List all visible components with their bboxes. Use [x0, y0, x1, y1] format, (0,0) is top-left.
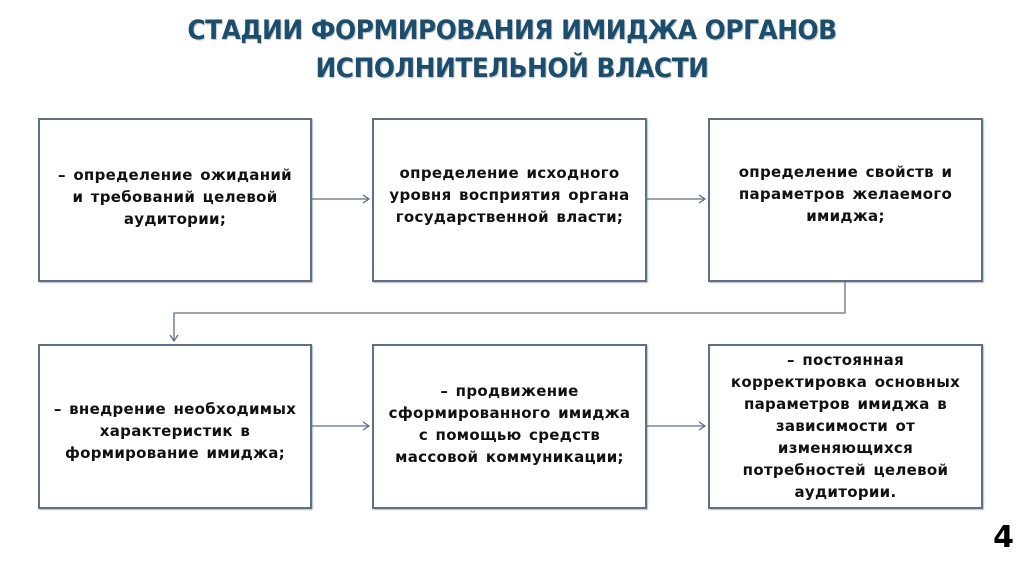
arrow-stage-3-to-4 — [173, 282, 846, 341]
stage-1-box: – определение ожиданий и требований целе… — [38, 118, 312, 282]
stage-5-box: – продвижение сформированного имиджа с п… — [372, 344, 647, 509]
stage-3-box: определение свойств и параметров желаемо… — [708, 118, 983, 282]
stage-4-text: – внедрение необходимых характеристик в … — [53, 399, 297, 462]
slide-title-line-1: СТАДИИ ФОРМИРОВАНИЯ ИМИДЖА ОРГАНОВ — [187, 15, 837, 46]
stage-4-box: – внедрение необходимых характеристик в … — [38, 344, 312, 509]
arrowhead-icon — [169, 334, 179, 343]
stage-1-text: – определение ожиданий и требований целе… — [58, 166, 292, 228]
stage-2-text: определение исходного уровня восприятия … — [389, 164, 630, 226]
arrowhead-icon — [362, 194, 371, 204]
page-number: 4 — [993, 520, 1014, 555]
slide-title-line-2: ИСПОЛНИТЕЛЬНОЙ ВЛАСТИ — [315, 53, 709, 84]
stage-5-text: – продвижение сформированного имиджа с п… — [388, 381, 631, 466]
arrowhead-icon — [698, 194, 707, 204]
arrowhead-icon — [698, 421, 707, 431]
arrowhead-icon — [362, 421, 371, 431]
stage-6-text: – постоянная корректировка основных пара… — [730, 350, 961, 501]
stage-2-box: определение исходного уровня восприятия … — [372, 118, 647, 282]
stage-3-text: определение свойств и параметров желаемо… — [738, 163, 953, 225]
slide-title: СТАДИИ ФОРМИРОВАНИЯ ИМИДЖА ОРГАНОВ ИСПОЛ… — [41, 12, 983, 88]
stage-6-box: – постоянная корректировка основных пара… — [708, 344, 983, 509]
